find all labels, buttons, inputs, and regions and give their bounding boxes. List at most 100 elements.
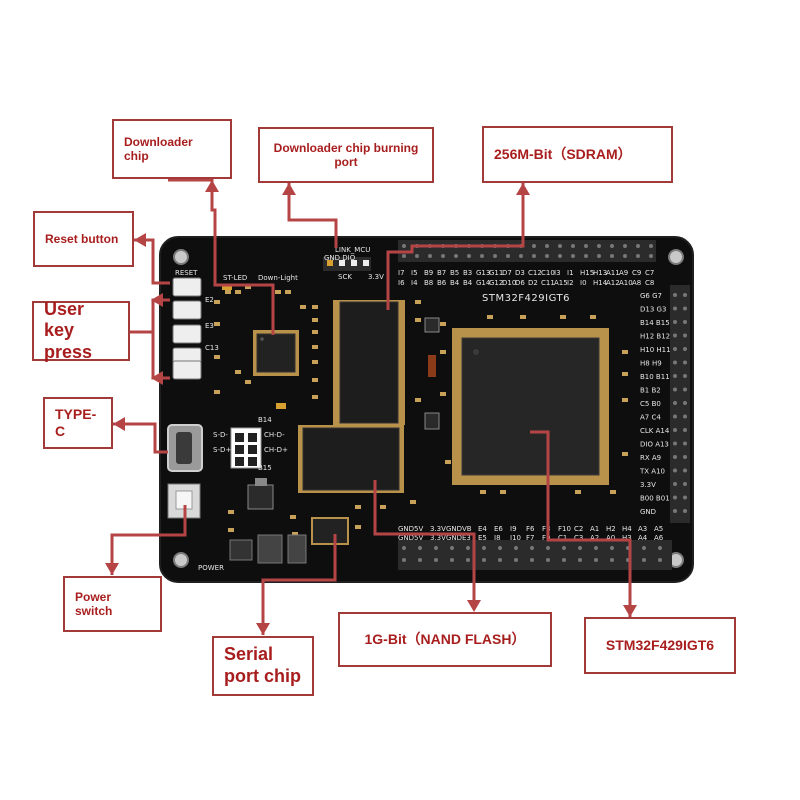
top-pin-label: D7	[502, 269, 512, 277]
callout-burning-port: Downloader chip burning port	[258, 127, 434, 183]
right-pin	[673, 374, 677, 378]
right-pin	[683, 441, 687, 446]
arrowhead-8	[467, 600, 481, 612]
arrow-typec	[113, 422, 168, 454]
jumper-label: B14	[258, 416, 272, 424]
callout-reset-button-text: Reset button	[45, 231, 119, 246]
right-pin	[683, 428, 687, 432]
bottom-pin	[594, 558, 598, 562]
right-pin	[683, 455, 687, 459]
top-pin	[597, 254, 601, 258]
top-pin	[506, 254, 510, 258]
bottom-pin	[482, 558, 486, 562]
top-pin	[519, 254, 523, 258]
bottom-pin	[498, 546, 502, 550]
top-pin-label: C11	[541, 279, 555, 287]
right-pin	[683, 414, 687, 419]
top-pin	[558, 244, 562, 248]
bottom-pin-label: F6	[526, 525, 535, 533]
arrowhead-3	[516, 183, 530, 195]
right-pin	[673, 306, 677, 311]
nand-flash-chip	[298, 425, 404, 493]
swd-header	[323, 257, 371, 271]
right-pin	[673, 401, 677, 405]
right-pin-label: H8 H9	[640, 360, 662, 368]
right-pin-label: B1 B2	[640, 387, 661, 395]
right-pin-label: D13 G3	[640, 306, 666, 314]
right-pin	[673, 414, 677, 419]
callout-nand-flash: 1G-Bit（NAND FLASH）	[338, 612, 552, 667]
bottom-pin	[610, 558, 614, 562]
callout-power-switch-text: Power switch	[75, 589, 113, 618]
callout-downloader-chip-text: Downloader chip	[124, 134, 193, 163]
bottom-pin	[530, 558, 534, 562]
callout-sdram-text: 256M-Bit（SDRAM）	[494, 146, 632, 163]
bottom-pin	[546, 558, 550, 562]
bottom-pin	[514, 558, 518, 562]
top-pin	[649, 244, 653, 248]
bottom-pin-label: VB	[462, 525, 472, 533]
top-pin-label: D3	[515, 269, 525, 277]
right-pin-label: B10 B11	[640, 373, 670, 381]
jumper-label: S-D+	[213, 446, 231, 454]
top-pin	[597, 244, 601, 248]
arrowhead-5	[113, 417, 125, 431]
bottom-pin-label: F9	[542, 534, 550, 542]
right-pin	[673, 360, 677, 365]
top-pin-label: B5	[450, 269, 459, 277]
led-label: ST-LED	[223, 274, 247, 282]
v33-label: 3.3V	[368, 273, 384, 281]
bottom-pin-label: F10	[558, 525, 571, 533]
top-pin	[649, 254, 653, 258]
callout-reset-button: Reset button	[33, 211, 134, 267]
bottom-pin	[482, 546, 486, 550]
mcu-silk: STM32F429IGT6	[482, 293, 570, 304]
arrow-nand	[373, 480, 476, 600]
right-pin	[673, 333, 677, 338]
jumper-label: CH-D+	[264, 446, 288, 454]
bottom-pin-label: H4	[622, 525, 632, 533]
right-pin-label: C5 B0	[640, 400, 661, 408]
bottom-pin	[466, 546, 470, 550]
top-pin-label: A10	[619, 279, 633, 287]
arrowhead-7	[256, 623, 270, 635]
bottom-pin	[498, 558, 502, 562]
top-pin-label: B4	[450, 279, 460, 287]
top-pin	[610, 244, 614, 248]
key-label: E2	[205, 296, 214, 304]
bottom-pin-label: E4	[478, 525, 487, 533]
arrow-mcu	[530, 430, 632, 617]
bottom-pin	[658, 546, 662, 550]
sck-label: SCK	[338, 273, 352, 281]
right-pin-label: H12 B12	[640, 333, 670, 341]
bottom-pin-label: GND	[446, 534, 462, 542]
bottom-pin	[562, 546, 566, 550]
arrowhead-1	[205, 180, 219, 192]
top-pin-label: B8	[424, 279, 433, 287]
top-pin	[610, 254, 614, 258]
bottom-pin-label: A3	[638, 525, 647, 533]
bottom-pin-label: H3	[622, 534, 632, 542]
top-pin-label: A15	[554, 279, 568, 287]
top-pin	[571, 244, 575, 248]
jumper-label: S-D-	[213, 431, 228, 439]
top-pin-label: D10	[502, 279, 516, 287]
top-pin-label: I5	[411, 269, 418, 277]
reset-and-user-keys	[172, 277, 202, 380]
top-pin	[623, 254, 627, 258]
right-pin	[673, 482, 677, 486]
callout-serial-port-chip: Serial port chip	[212, 636, 314, 696]
right-pin	[683, 482, 687, 486]
power-silk: POWER	[198, 564, 224, 572]
top-pin-label: I3	[554, 269, 561, 277]
top-pin-label: B7	[437, 269, 446, 277]
bottom-pin-label: A2	[590, 534, 599, 542]
top-pin	[532, 254, 536, 258]
top-pin-label: I4	[411, 279, 418, 287]
right-pin	[683, 293, 687, 297]
bottom-pin	[610, 546, 614, 550]
top-pin-label: B9	[424, 269, 433, 277]
mcu-chip	[452, 328, 609, 485]
